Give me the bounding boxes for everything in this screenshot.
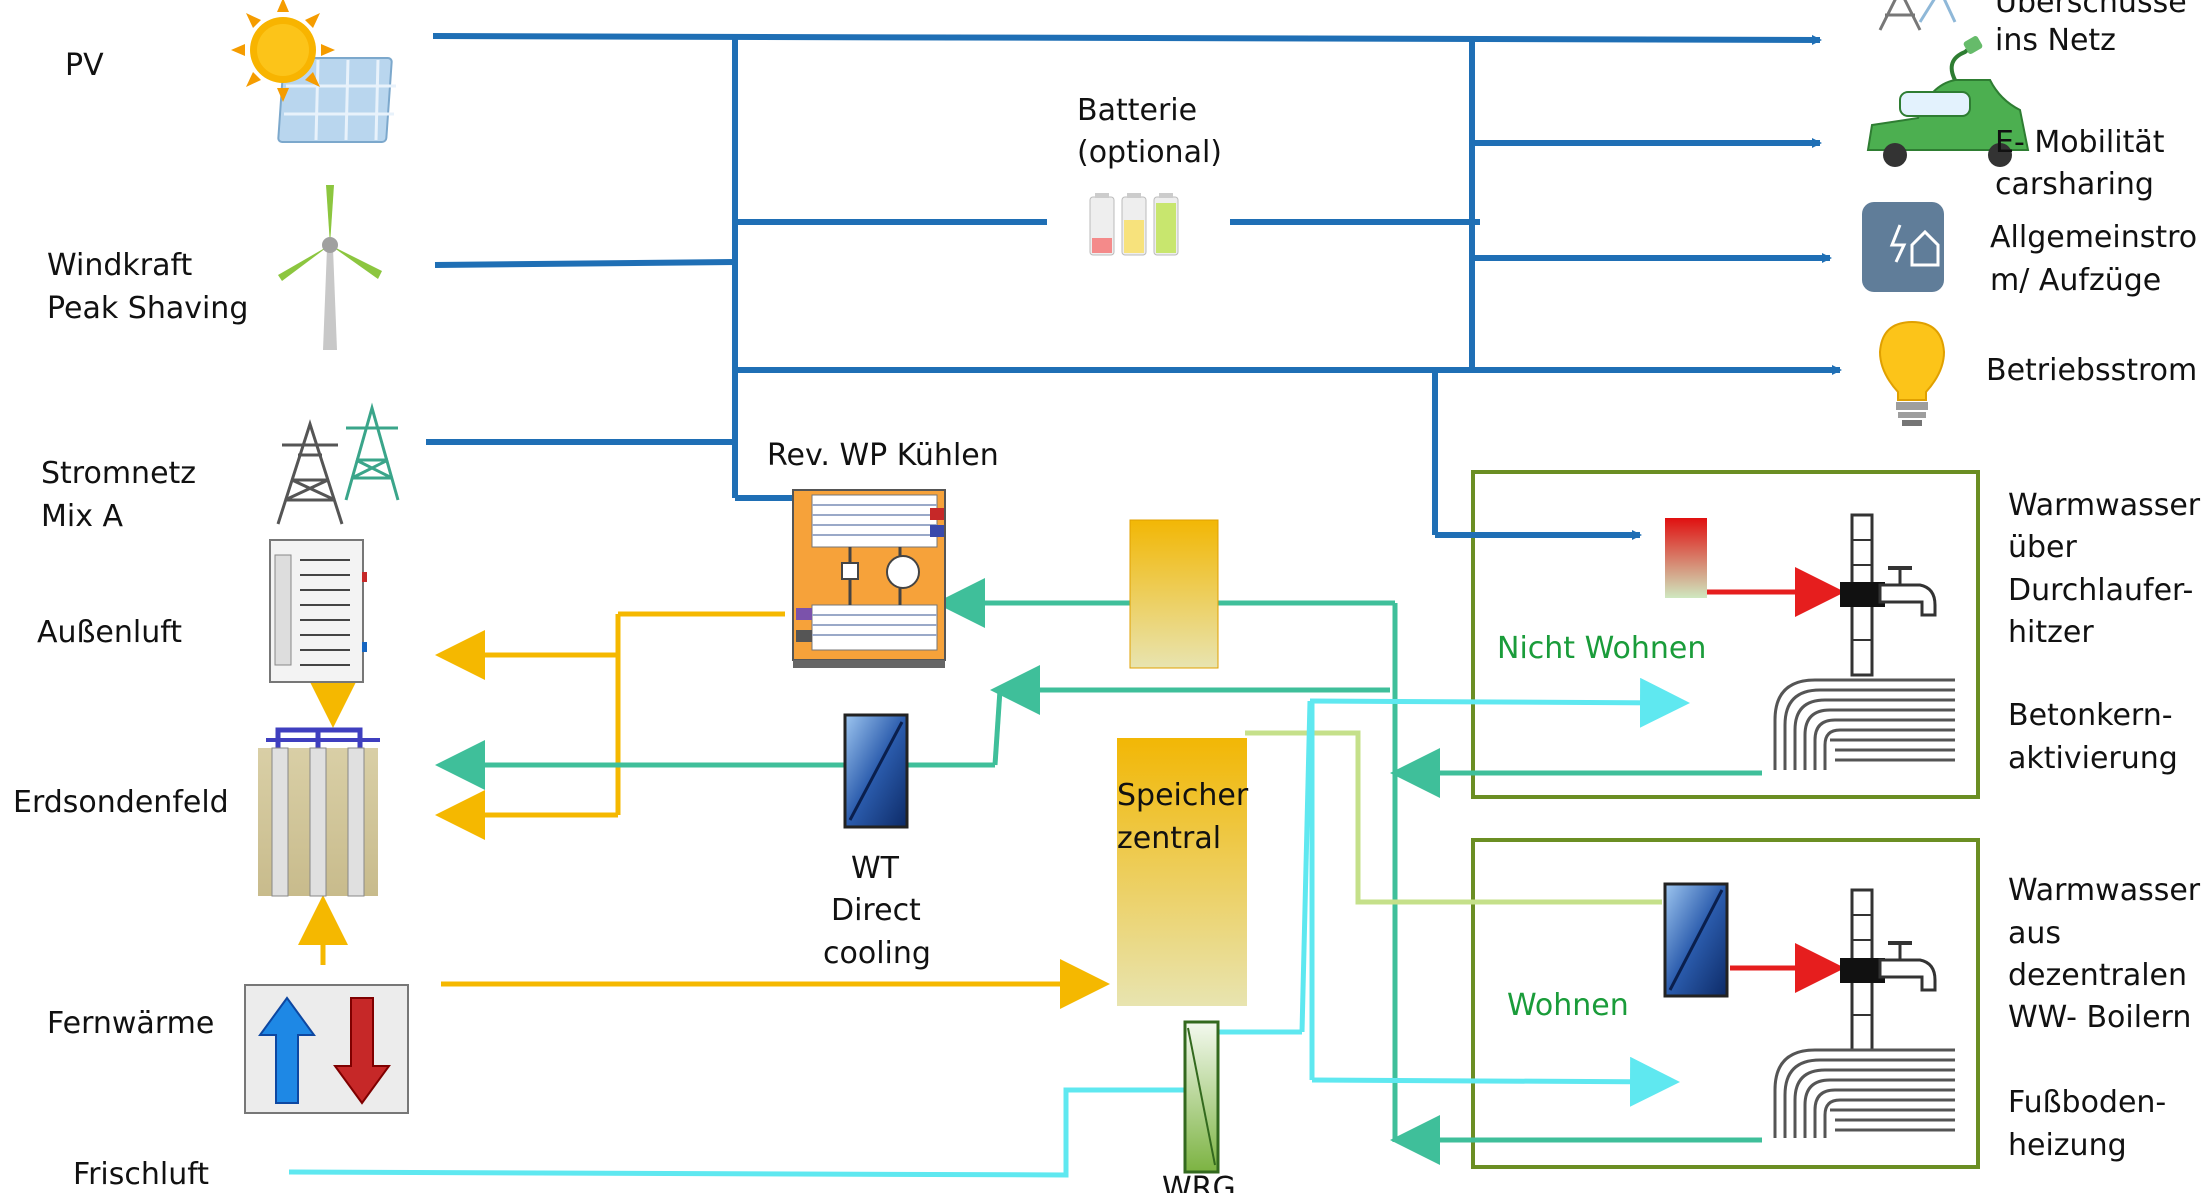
label-floor-2: heizung: [2008, 1128, 2127, 1163]
label-ww-flow-1: Warmwasser: [2008, 488, 2201, 523]
label-operating: Betriebsstrom: [1986, 353, 2197, 388]
solar-panel-icon: [231, 0, 396, 143]
label-fresh-air: Frischluft: [73, 1157, 209, 1192]
label-ww-dec-4: WW- Boilern: [2008, 1000, 2191, 1035]
heat-recovery-icon: [1183, 1020, 1220, 1174]
label-emob-1: E- Mobilität: [1995, 125, 2165, 160]
export-pylon-icon: [1878, 0, 1957, 31]
battery-icon: [1089, 193, 1179, 256]
label-pv: PV: [65, 48, 104, 83]
label-floor-1: Fußboden-: [2008, 1085, 2166, 1120]
label-wind-2: Peak Shaving: [47, 291, 248, 326]
label-ground-probe: Erdsondenfeld: [13, 785, 229, 820]
district-heat-icon: [244, 984, 409, 1114]
label-wind-1: Windkraft: [47, 248, 193, 283]
power-pylon-icon: [276, 402, 400, 525]
label-ww-flow-4: hitzer: [2008, 615, 2094, 650]
water-tap-icon: [1840, 888, 1937, 1052]
label-export-2: ins Netz: [1995, 23, 2116, 58]
label-export-1: Überschüsse: [1995, 0, 2187, 20]
zone-residential-box: [1471, 838, 1980, 1169]
label-storage-2: zentral: [1117, 821, 1221, 856]
floor-coil-icon: [1773, 1048, 1955, 1138]
label-emob-2: carsharing: [1995, 167, 2154, 202]
wind-turbine-icon: [278, 185, 382, 350]
label-ww-dec-2: aus: [2008, 916, 2061, 951]
light-bulb-icon: [1878, 320, 1946, 426]
electric-car-icon: [1866, 36, 2030, 167]
label-grid-1: Stromnetz: [41, 456, 196, 491]
storage-to-decentral-line: [1245, 730, 1662, 905]
zone-non-residential-box: [1471, 470, 1980, 799]
label-wrg: WRG: [1162, 1171, 1236, 1193]
floor-coil-icon: [1773, 678, 1955, 770]
label-general-2: m/ Aufzüge: [1990, 263, 2161, 298]
hot-water-lines: [1705, 567, 1845, 993]
label-storage-1: Speicher: [1117, 778, 1249, 813]
label-outside-air: Außenluft: [37, 615, 182, 650]
label-exchanger-3: cooling: [823, 936, 931, 971]
heat-exchanger-icon: [843, 713, 909, 829]
label-grid-2: Mix A: [41, 499, 124, 534]
electric-network: [426, 33, 1842, 540]
central-storage: [1117, 738, 1247, 1006]
label-ww-dec-1: Warmwasser: [2008, 873, 2201, 908]
buffer-tank: [1129, 519, 1219, 669]
label-concrete-2: aktivierung: [2008, 741, 2178, 776]
label-concrete-1: Betonkern-: [2008, 698, 2173, 733]
water-tap-icon: [1840, 513, 1937, 677]
label-general-1: Allgemeinstro: [1990, 220, 2197, 255]
label-ww-flow-2: über: [2008, 530, 2078, 565]
label-battery-1: Batterie: [1077, 93, 1197, 128]
heat-network: [298, 611, 1110, 1009]
air-unit-icon: [269, 539, 367, 683]
cooling-network: [435, 578, 1762, 1165]
label-zone-residential: Wohnen: [1507, 988, 1629, 1023]
label-exchanger-2: Direct: [831, 893, 921, 928]
decentral-exchanger-icon: [1663, 882, 1729, 998]
smart-home-icon: [1862, 202, 1944, 292]
air-network: [288, 677, 1690, 1178]
label-district-heat: Fernwärme: [47, 1006, 214, 1041]
heat-pump-icon: [792, 489, 946, 668]
flow-heater: [1665, 518, 1707, 598]
label-ww-dec-3: dezentralen: [2008, 958, 2187, 993]
ground-probe-icon: [258, 727, 380, 897]
label-battery-2: (optional): [1077, 135, 1222, 170]
label-ww-flow-3: Durchlaufer-: [2008, 573, 2193, 608]
label-zone-non-residential: Nicht Wohnen: [1497, 631, 1706, 666]
label-exchanger-1: WT: [851, 851, 900, 886]
label-heat-pump: Rev. WP Kühlen: [767, 438, 999, 473]
